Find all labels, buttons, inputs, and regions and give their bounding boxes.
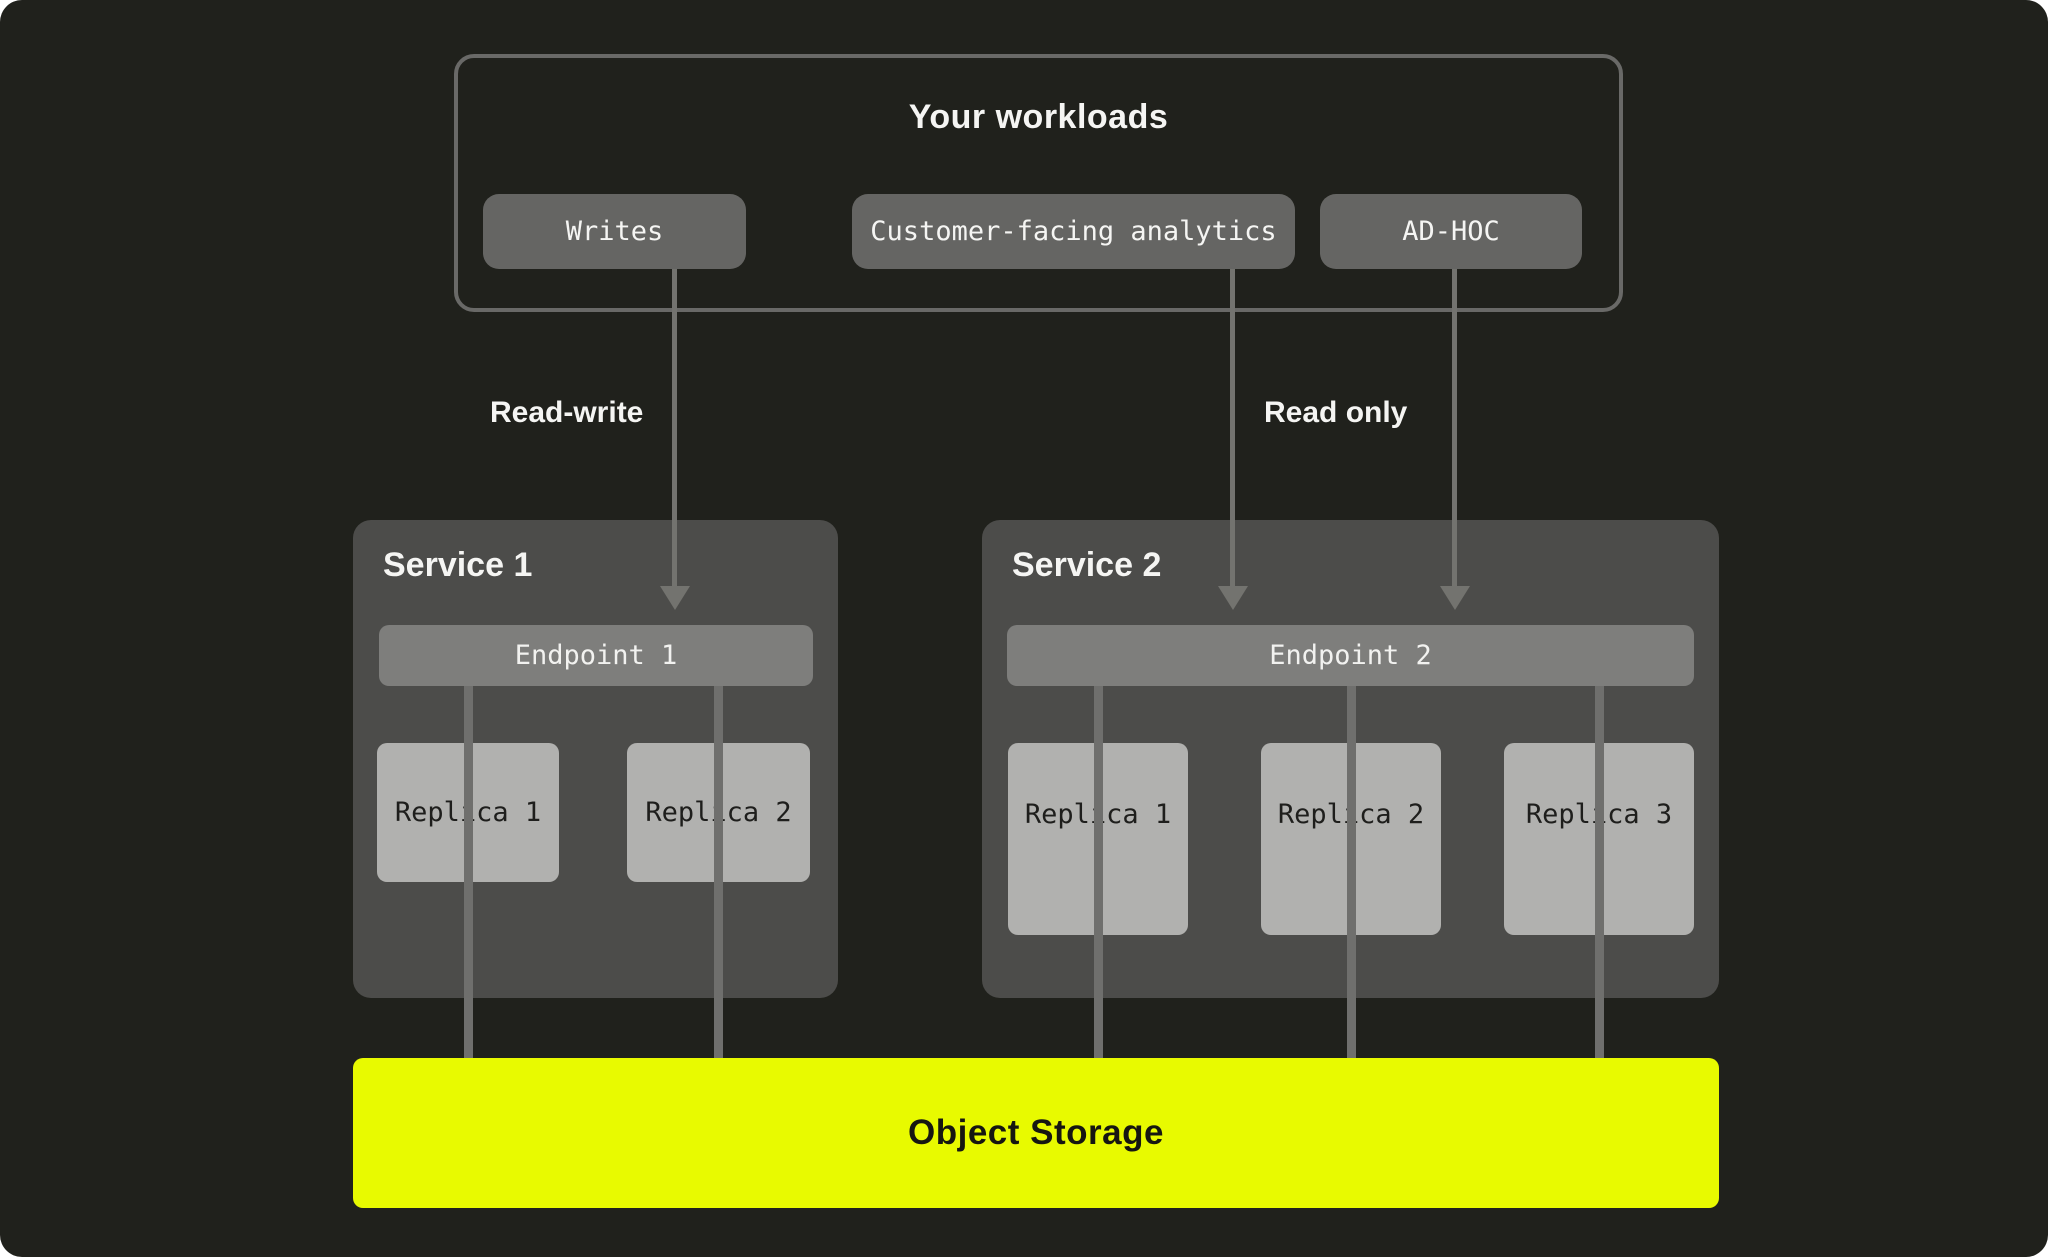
service-2-title: Service 2 (1012, 546, 1162, 584)
workloads-group-box (454, 54, 1623, 312)
workload-chip-customer-facing-analytics: Customer-facing analytics (852, 194, 1295, 269)
connector-line (1595, 686, 1604, 1058)
endpoint-2-label: Endpoint 2 (1269, 640, 1432, 671)
connector-arrow-adhoc-to-endpoint2 (1452, 269, 1457, 589)
workload-chip-ad-hoc: AD-HOC (1320, 194, 1582, 269)
arrow-down-icon (1440, 586, 1470, 610)
service-1-title: Service 1 (383, 546, 533, 584)
workload-chip-label: AD-HOC (1402, 216, 1500, 247)
connector-line (714, 686, 723, 1058)
read-write-label: Read-write (490, 396, 644, 429)
endpoint-1-bar: Endpoint 1 (379, 625, 813, 686)
connector-line (464, 686, 473, 1058)
workloads-title: Your workloads (908, 98, 1169, 136)
arrow-down-icon (1218, 586, 1248, 610)
connector-arrow-writes-to-endpoint1 (672, 269, 677, 589)
service-1-panel: Service 1 Endpoint 1 Replica 1 Replica 2 (353, 520, 838, 998)
connector-line (1347, 686, 1356, 1058)
workload-chip-writes: Writes (483, 194, 746, 269)
arrow-down-icon (660, 586, 690, 610)
read-only-label: Read only (1264, 396, 1408, 429)
endpoint-1-label: Endpoint 1 (514, 640, 678, 671)
object-storage-label: Object Storage (908, 1113, 1164, 1152)
endpoint-2-bar: Endpoint 2 (1007, 625, 1694, 686)
connector-line (1094, 686, 1103, 1058)
workload-chip-label: Customer-facing analytics (870, 216, 1277, 247)
connector-arrow-analytics-to-endpoint2 (1230, 269, 1235, 589)
workload-chip-label: Writes (565, 216, 664, 247)
object-storage-bar: Object Storage (353, 1058, 1719, 1208)
